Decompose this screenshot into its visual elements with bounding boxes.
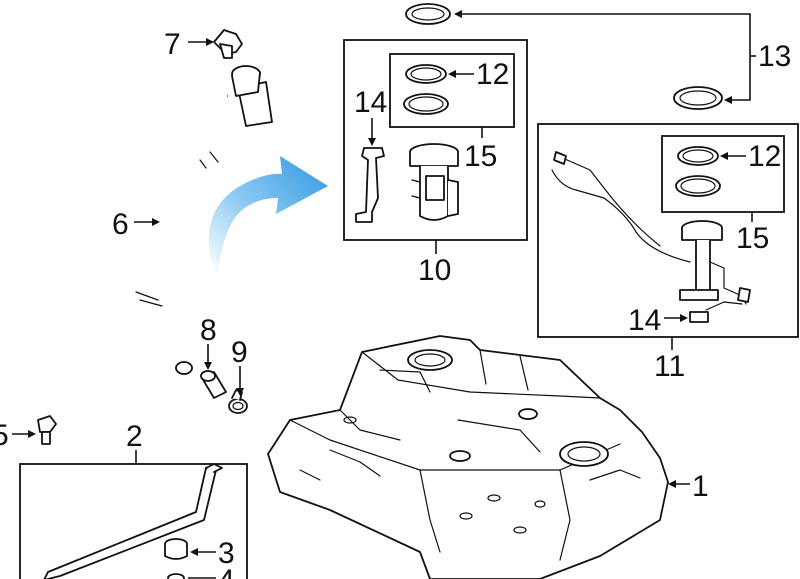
filler-pipe: [135, 65, 273, 375]
callout-4: 4: [218, 564, 235, 579]
fuel-level-sender-11: [551, 151, 751, 311]
callout-2: 2: [126, 420, 143, 453]
callout-1: 1: [692, 470, 709, 503]
bracket-14a: [355, 147, 385, 223]
callout-14b: 14: [628, 304, 661, 337]
callout-12a: 12: [476, 58, 509, 91]
bracket-14b: [689, 311, 709, 323]
leader-lines: [12, 10, 756, 579]
callout-5: 5: [0, 419, 9, 452]
callout-12b: 12: [748, 140, 781, 173]
lock-ring-13-right: [673, 86, 723, 110]
bolt: [37, 415, 57, 445]
lock-ring-13-top: [405, 3, 451, 25]
callout-6: 6: [112, 208, 129, 241]
seal-ring-12b-pair: [675, 146, 721, 197]
sender-assembly-box-11: [537, 123, 799, 338]
callout-11: 11: [654, 350, 685, 383]
seal-kit-box-15a: [389, 53, 515, 128]
fuel-cap: [213, 29, 243, 59]
callout-8: 8: [200, 314, 217, 347]
nut-4: [167, 573, 185, 579]
hose-clamp: [228, 389, 248, 414]
fuel-pump-module-10: [409, 143, 459, 221]
callout-7: 7: [164, 28, 181, 61]
hose-part: [200, 370, 227, 399]
callout-15b: 15: [736, 222, 769, 255]
seal-ring-12a-pair: [403, 64, 449, 115]
callout-13: 13: [758, 40, 791, 73]
fuel-tank: [267, 335, 669, 579]
seal-kit-box-15b: [661, 135, 785, 213]
tank-strap: [43, 463, 223, 579]
callout-15a: 15: [464, 140, 497, 173]
callout-14a: 14: [354, 86, 387, 119]
callout-10: 10: [418, 254, 451, 287]
direction-arrow-icon: [208, 156, 328, 272]
insulator-3: [164, 538, 188, 560]
strap-box-2: [19, 463, 248, 579]
callout-9: 9: [231, 336, 248, 369]
callout-3: 3: [218, 537, 235, 570]
